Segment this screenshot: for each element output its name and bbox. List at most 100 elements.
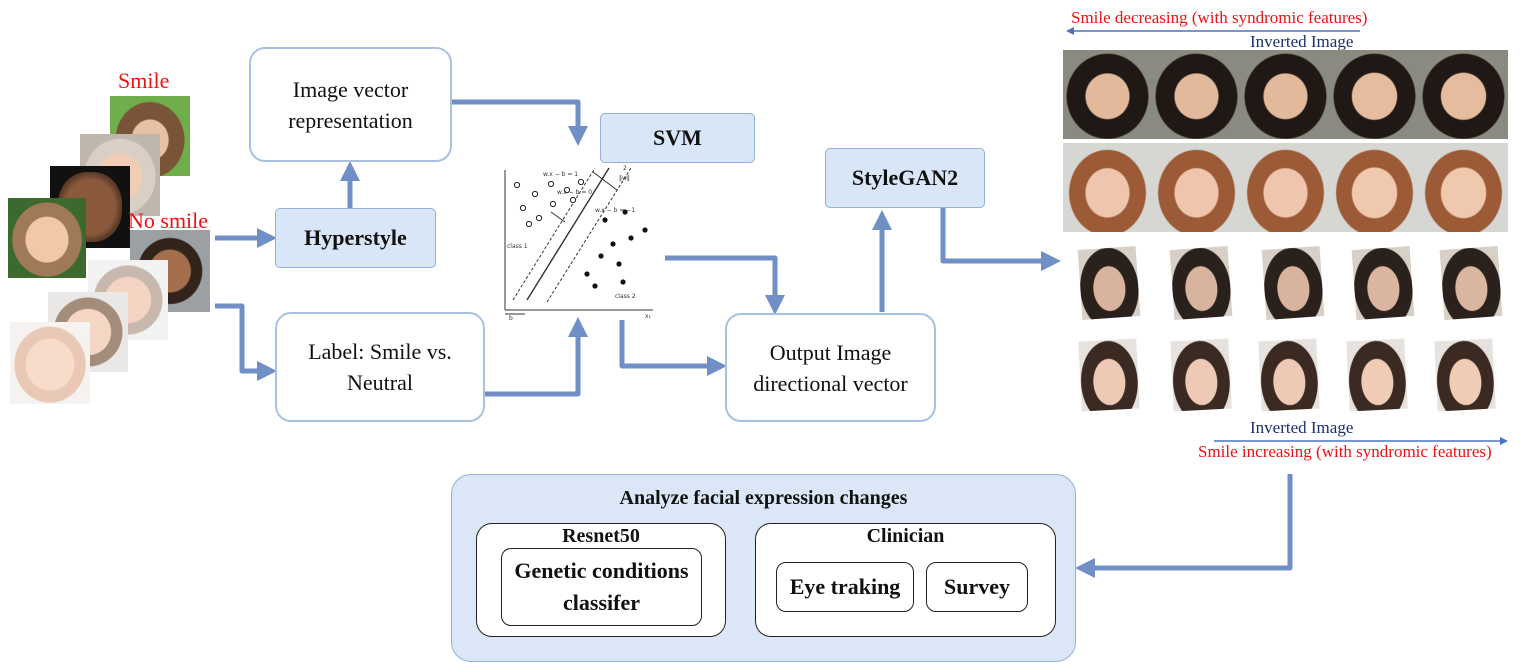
gallery-row-1 — [1063, 50, 1508, 140]
svm-plot: class 1 class 2 w.x − b = 1 w.x − b = 0 … — [504, 165, 653, 320]
margin-line-lower — [546, 167, 632, 303]
class1-point — [519, 204, 527, 212]
eye-tracking-box: Eye traking — [776, 562, 914, 612]
label-box-text: Label: Smile vs. Neutral — [308, 339, 452, 395]
class1-point — [531, 190, 539, 198]
gallery-row-2 — [1063, 143, 1508, 233]
image-vector-box: Image vector representation — [249, 47, 452, 162]
gallery-face — [1330, 143, 1419, 232]
line-minus-label: w.x − b = −1 — [595, 207, 635, 214]
face-photo — [8, 198, 86, 278]
gallery-face — [1152, 143, 1241, 232]
arrow-label-to-plot — [485, 317, 588, 397]
margin-numerator: 2 — [623, 165, 627, 172]
line-plus-label: w.x − b = 1 — [543, 171, 578, 178]
class1-point — [549, 200, 557, 208]
analysis-title: Analyze facial expression changes — [619, 487, 908, 509]
line-zero-label: w.x − b = 0 — [557, 189, 592, 196]
class1-label: class 1 — [507, 243, 528, 250]
survey-box: Survey — [926, 562, 1028, 612]
gallery-face — [1063, 50, 1152, 139]
resnet-panel: Resnet50 Genetic conditions classifer — [476, 523, 726, 637]
gallery-face — [1330, 50, 1419, 139]
clinician-panel: Clinician Eye traking Survey — [755, 523, 1056, 637]
gallery-face — [1439, 246, 1503, 320]
hyperplane-line — [526, 167, 610, 301]
class2-point — [642, 227, 648, 233]
top-direction-arrow — [1066, 27, 1360, 35]
bottom-caption: Smile increasing (with syndromic feature… — [1198, 442, 1492, 461]
class2-point — [616, 261, 622, 267]
class1-point — [577, 178, 585, 186]
gallery-face — [1078, 338, 1140, 412]
arrow-plot-to-output-lower — [619, 320, 727, 376]
hyperstyle-label: Hyperstyle — [304, 225, 407, 250]
output-vector-label: Output Image directional vector — [753, 339, 908, 396]
class2-point — [610, 241, 616, 247]
survey-label: Survey — [944, 574, 1010, 599]
x-axis-label: x₁ — [645, 313, 652, 320]
gallery-row-3 — [1077, 246, 1503, 322]
gallery-face — [1351, 246, 1415, 320]
stylegan-label: StyleGAN2 — [851, 165, 959, 190]
eye-tracking-label: Eye traking — [789, 574, 901, 599]
resnet-title: Resnet50 — [562, 525, 640, 547]
b-label: b — [509, 315, 513, 320]
output-vector-box: Output Image directional vector — [725, 313, 936, 422]
face-photo — [10, 322, 90, 404]
class1-point — [569, 196, 577, 204]
smile-label: Smile — [118, 68, 170, 93]
class1-point — [513, 181, 521, 189]
top-caption: Smile decreasing (with syndromic feature… — [1071, 8, 1368, 27]
gallery-face — [1419, 50, 1508, 139]
genetic-classifier-box: Genetic conditions classifer — [501, 548, 702, 626]
bottom-inverted-label: Inverted Image — [1250, 418, 1354, 437]
image-vector-label: Image vector representation — [288, 76, 413, 133]
arrow-faces-to-label — [215, 303, 277, 381]
top-inverted-label: Inverted Image — [1250, 32, 1354, 51]
arrow-stylegan-to-gallery — [940, 208, 1061, 271]
class1-point — [525, 220, 533, 228]
class2-point — [592, 283, 598, 289]
gallery-face — [1261, 246, 1325, 320]
class1-point — [563, 186, 571, 194]
gallery-face — [1419, 143, 1508, 232]
class2-point — [620, 279, 626, 285]
arrow-plot-to-output — [665, 255, 785, 315]
label-box: Label: Smile vs. Neutral — [275, 312, 485, 422]
gallery-face — [1258, 338, 1320, 412]
class2-point — [628, 235, 634, 241]
class1-point — [547, 180, 555, 188]
class2-point — [602, 217, 608, 223]
margin-denominator: ‖w‖ — [619, 175, 630, 182]
gallery-face — [1346, 338, 1408, 412]
class1-point — [535, 214, 543, 222]
gallery-face — [1077, 246, 1141, 320]
svm-box: SVM — [600, 113, 755, 163]
margin-arrow — [592, 171, 618, 191]
stylegan-box: StyleGAN2 — [825, 148, 985, 208]
class2-label: class 2 — [615, 293, 636, 300]
gallery-face — [1152, 50, 1241, 139]
arrow-image-vector-to-svm — [452, 99, 588, 146]
no-smile-label: No smile — [128, 208, 209, 233]
gallery-face — [1169, 246, 1233, 320]
class2-point — [622, 209, 628, 215]
arrow-gallery-to-analysis — [1075, 474, 1293, 578]
class2-point — [584, 271, 590, 277]
svm-label: SVM — [653, 125, 702, 150]
gallery-face — [1063, 143, 1152, 232]
analysis-panel: Analyze facial expression changes Resnet… — [451, 474, 1076, 662]
gallery-face — [1241, 50, 1330, 139]
class2-point — [598, 253, 604, 259]
input-faces: Smile No smile — [8, 60, 218, 410]
genetic-classifier-label: Genetic conditions classifer — [514, 558, 689, 615]
bottom-direction-arrow — [1214, 437, 1508, 445]
gallery-row-4 — [1078, 338, 1500, 414]
gallery-face — [1434, 338, 1496, 412]
clinician-title: Clinician — [866, 525, 945, 547]
normal-vector — [550, 211, 566, 223]
gallery-face — [1241, 143, 1330, 232]
margin-line-upper — [512, 167, 596, 301]
